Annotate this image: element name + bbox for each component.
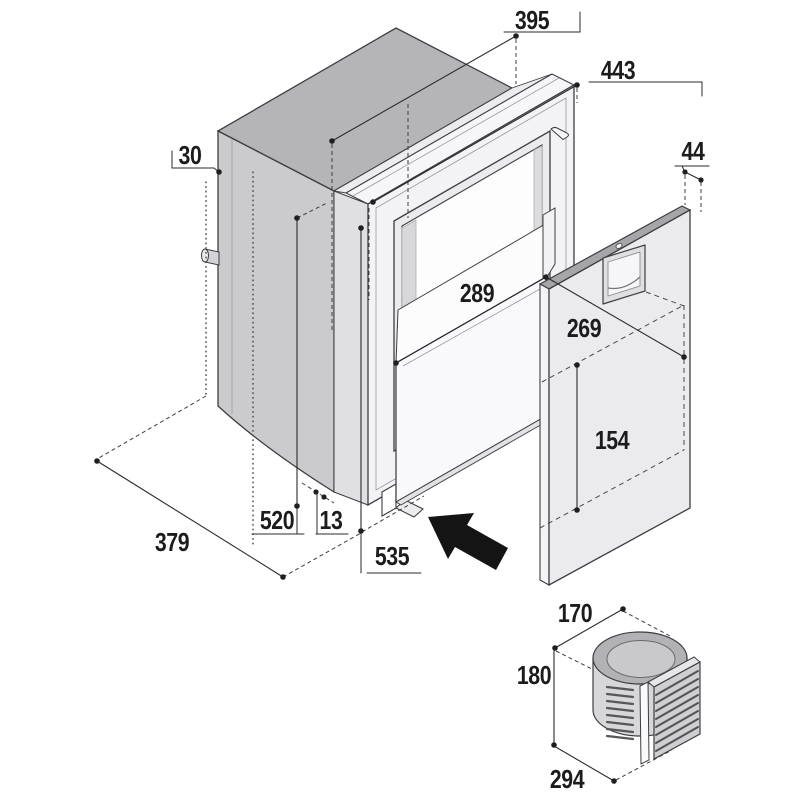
dim-line-top-clearance [684,171,702,181]
door-screw-hole [615,243,623,249]
cabinet-left-face [217,129,335,494]
cooling-unit [592,631,701,765]
dim-label-flange-lip: 13 [320,506,343,536]
condenser-front-face [653,660,701,761]
door-front-face [548,208,691,587]
door-handle-grip [607,276,641,290]
compressor-top-rim [606,640,676,678]
drawer [395,207,556,506]
dim-line-depth [96,460,284,578]
dim-label-cutout-height: 154 [595,426,630,456]
cabinet-side-gap [333,190,369,506]
dim-label-depth: 379 [155,528,190,558]
liner-front-post [542,207,556,281]
door-handle-recess [607,251,641,297]
dim-label-liner-width: 395 [515,6,550,36]
compressor-coil [605,685,635,741]
dim-line-unit-depth [553,745,615,782]
dim-label-drawer-width: 289 [460,279,495,309]
bezel-corner-tab [550,126,569,141]
measurement-points [94,33,704,784]
cabinet-housing [201,27,576,506]
dim-line-drawer-width [395,276,547,364]
door-panel [538,205,692,587]
dim-line-liner-width [331,35,517,142]
dim-line-unit-width [554,608,624,649]
condenser-left-edge [639,681,650,765]
dim-label-flange-height: 535 [375,542,410,572]
dim-label-flange-width: 443 [601,56,636,86]
dim-line-cutout-width [545,276,685,358]
drain-knob-cap [201,248,209,263]
dim-label-top-clearance: 44 [682,137,706,167]
dimension-annotations: 395 443 30 44 289 269 154 520 13 535 379… [94,6,710,795]
dim-label-liner-height: 520 [260,506,295,536]
handle-projection [645,291,685,307]
dim-line-flange-width [372,84,578,203]
cutout-projection-bottom [539,449,685,529]
dim-label-unit-depth: 294 [550,765,585,795]
dim-label-unit-width: 170 [558,599,593,629]
door-left-edge-face [539,283,550,586]
dim-label-unit-height: 180 [517,661,552,691]
condenser-fins [655,670,699,752]
dim-label-side-clearance: 30 [179,141,202,171]
dim-label-cutout-width: 269 [567,314,602,344]
insertion-direction-arrow [428,513,508,570]
